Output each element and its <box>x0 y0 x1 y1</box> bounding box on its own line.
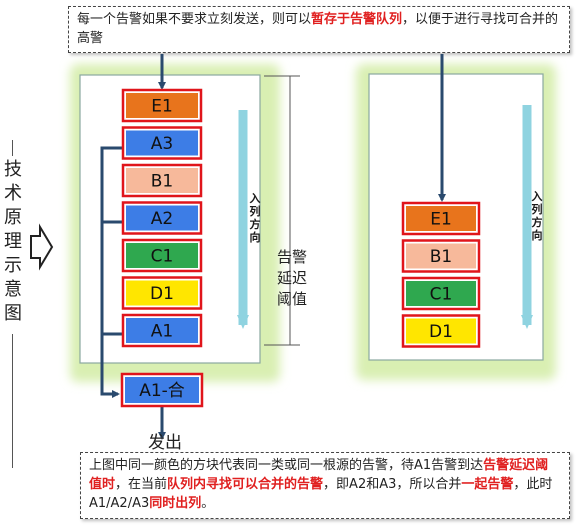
queue-block-e1: E1 <box>121 88 203 123</box>
note-highlight-text: 队列内寻找可以合并的告警 <box>167 477 324 492</box>
svg-text:延迟: 延迟 <box>277 269 307 287</box>
dequeue-label: 发出 <box>148 433 182 453</box>
note-text: 上图中同一颜色的方块代表同一类或同一根源的告警，待A1告警到达 <box>89 458 484 473</box>
merged-block-a1: A1-合 <box>120 372 204 408</box>
block-label: A3 <box>151 134 173 154</box>
block-label: C1 <box>430 285 453 305</box>
block-label: D1 <box>429 322 453 342</box>
sidebar-top-line <box>12 140 13 156</box>
queue-block-d1: D1 <box>121 276 203 310</box>
svg-text:向: 向 <box>532 228 543 242</box>
block-label: E1 <box>430 210 452 230</box>
top-annotation: 每一个告警如果不要求立刻发送，则可以暂存于告警队列，以便于进行寻找可合并的高警 <box>68 6 570 53</box>
note-text: ，在当前 <box>115 477 168 492</box>
note-highlight-text: 暂存于告警队列 <box>311 12 403 27</box>
svg-text:向: 向 <box>250 230 261 244</box>
queue-block-a2: A2 <box>121 201 203 235</box>
note-text: ，即A2和A3，所以合并 <box>323 477 462 492</box>
block-label: E1 <box>151 97 173 117</box>
note-text: ，以便于进行寻找可合并的高警 <box>77 12 559 46</box>
threshold-label: 告警延迟阈值 <box>277 248 307 308</box>
note-text: 。 <box>201 496 215 511</box>
sidebar-bottom-line <box>12 334 13 468</box>
queue-block-b1: B1 <box>121 163 203 198</box>
svg-text:方: 方 <box>250 217 261 231</box>
merge-connector <box>100 146 124 398</box>
svg-text:列: 列 <box>250 204 261 218</box>
queue-block-a1: A1 <box>121 313 203 348</box>
svg-text:入: 入 <box>532 190 543 203</box>
svg-text:告警: 告警 <box>277 248 307 266</box>
block-label: A1 <box>151 322 173 342</box>
block-label: B1 <box>151 172 173 192</box>
note-highlight-text: 一起告警 <box>461 477 514 492</box>
queue-block-a3: A3 <box>121 126 203 160</box>
block-label: A1-合 <box>139 381 185 401</box>
note-highlight-text: 告警延迟阈值时 <box>89 458 549 492</box>
queue-block-e1: E1 <box>401 201 481 236</box>
merged-block: A1-合 <box>120 372 204 408</box>
bottom-annotation: 上图中同一颜色的方块代表同一类或同一根源的告警，待A1告警到达告警延迟阈值时，在… <box>80 452 570 519</box>
block-label: A2 <box>151 209 173 229</box>
svg-text:入: 入 <box>250 192 261 205</box>
note-text: 每一个告警如果不要求立刻发送，则可以 <box>77 12 312 27</box>
threshold-bracket <box>264 75 300 346</box>
block-label: B1 <box>430 247 452 267</box>
queue-block-b1: B1 <box>401 239 481 273</box>
sidebar-label: 技术原理示意图 <box>4 159 22 324</box>
block-label: C1 <box>151 247 174 267</box>
queue-block-c1: C1 <box>121 238 203 273</box>
block-label: D1 <box>150 284 174 304</box>
queue-block-c1: C1 <box>401 276 481 311</box>
svg-text:方: 方 <box>532 215 543 229</box>
process-arrow-icon <box>30 223 54 271</box>
svg-text:阈值: 阈值 <box>277 290 307 308</box>
svg-text:列: 列 <box>532 202 543 216</box>
queue-block-d1: D1 <box>401 314 481 348</box>
note-text: ，此时A1/A2/A3 <box>89 477 553 511</box>
note-highlight-text: 同时出列 <box>149 496 202 511</box>
